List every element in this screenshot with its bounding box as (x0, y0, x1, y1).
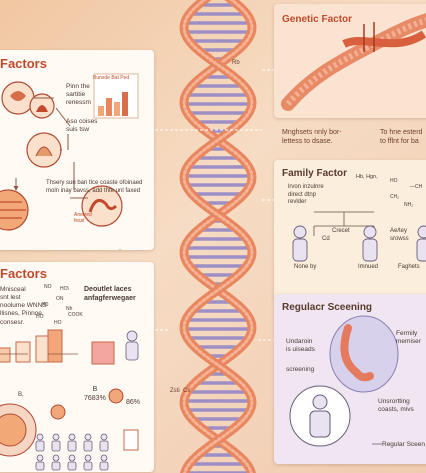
chem-8: COOK (68, 312, 83, 318)
screening-illustration (289, 315, 399, 447)
panel-title: Regulacr Sceening (282, 302, 373, 313)
chromosome-illustration (281, 13, 426, 111)
screening-text-1: Undaroin is uiseads (286, 338, 315, 354)
family-factor-panel: Family Factor lrvon inzulnre direct dtnp… (274, 160, 426, 300)
dna-label: Rb (232, 60, 240, 66)
family-text-5: None by (294, 264, 317, 270)
chem-4: ON (56, 296, 64, 302)
dna-label-2: Zsti Cx (170, 388, 191, 394)
chem-3: H0 (42, 302, 49, 308)
bottom-panel-illustration (0, 329, 139, 471)
family-text-1: lrvon inzulnre direct dtnp revlder (288, 184, 324, 205)
bottom-text-1: Mnisceal snt lest noolume WNNS llisnes, … (0, 286, 47, 326)
bottom-stat-3: B, (18, 392, 24, 398)
family-text-6: Imnued (358, 264, 379, 270)
bottom-stat-2: 86% (126, 399, 141, 406)
factor-text-1: Pinn the sartitie renessm (66, 83, 91, 107)
risk-factors-panel-top: Factors Pinn the sartitie renessm B (0, 50, 154, 250)
panel-title: Factors (0, 266, 47, 281)
screening-text-3: Fermily memiser (396, 330, 421, 346)
screening-text-4: Unsrortting coasts, mivs (378, 398, 414, 414)
screening-text-5: Regular Sceen (382, 441, 425, 448)
chem-2: HO\ (60, 286, 69, 292)
chem-1: NO (44, 284, 52, 290)
top-panel-illustration (0, 73, 139, 250)
panel-title: Family Factor (282, 168, 348, 179)
genetic-factor-panel: Genetic Factor (274, 4, 426, 118)
family-tree-illustration (292, 211, 426, 262)
floating-text-mid-right: To hne esterd to fflnt for ba (380, 129, 423, 146)
dna-strand-b-texture (182, 0, 254, 473)
chem-7: HO (54, 320, 62, 326)
chem-6: HO (36, 314, 44, 320)
family-chem-1: Hb, Hgn, (356, 174, 378, 180)
family-chem-3: CH₂ (390, 194, 400, 200)
family-chem-4: NH₂ (404, 202, 414, 208)
panel-title: Factors (0, 56, 47, 71)
family-text-4: Ae/tey srowss (390, 228, 409, 242)
dna-strand-a-texture (182, 0, 254, 473)
factor-text-4: Anerred fesst (74, 212, 92, 225)
panel-title: Genetic Factor (282, 14, 353, 25)
factor-text-3: Thsery sun ban tlce coaste ofoinaed moln… (46, 180, 143, 194)
factor-text-2: Aso coises suis tsw (66, 118, 98, 134)
family-chem-5: —CH (410, 184, 423, 190)
risk-factors-panel-bottom: Factors Mnisceal snt lest noolume WNNS l… (0, 262, 154, 472)
floating-text-mid-left: Mnghsets nnly bor- lettess to dsase. (282, 129, 342, 146)
family-text-7: Faghets (398, 264, 420, 270)
chem-5: Nh (66, 306, 73, 312)
screening-panel: Regulacr Sceening Undaroin is uiseads sc… (274, 294, 426, 464)
chart-label: Bunsde Bat Ped (93, 75, 130, 81)
bottom-stat-1: B 7683% (84, 386, 106, 402)
family-text-2: Crecet (332, 228, 350, 234)
screening-text-2: screening (286, 366, 315, 373)
family-chem-2: HO (390, 178, 398, 184)
bottom-text-2: Deoutlet laces anfagferwegaer (84, 286, 136, 302)
family-text-3: Cd (322, 236, 330, 242)
